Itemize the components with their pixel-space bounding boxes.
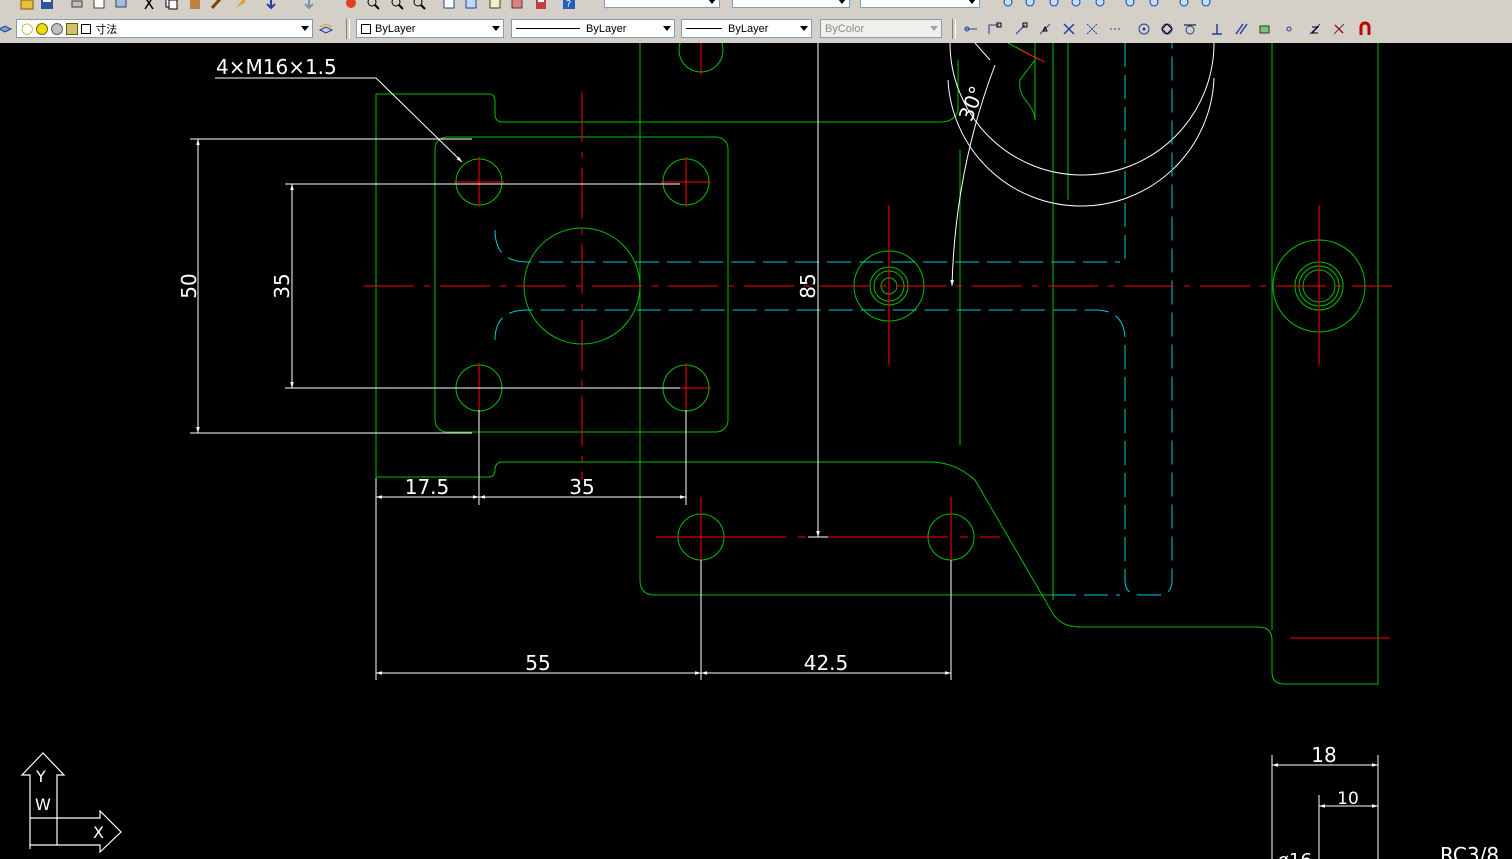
text-style-select[interactable]: Standard: [604, 0, 720, 8]
help-icon[interactable]: ?: [560, 0, 578, 12]
snap-endpoint-icon[interactable]: [1012, 20, 1030, 38]
layer-plot-icon[interactable]: [66, 22, 79, 35]
toolbar-area: ? Standard ISO-25 Standard ◯ 寸法 B: [0, 0, 1512, 44]
snap-tangent-icon[interactable]: [1181, 20, 1199, 38]
redo-icon[interactable]: [300, 0, 318, 12]
thread-callout-label: 4×M16×1.5: [216, 55, 337, 79]
table-style-select[interactable]: Standard: [860, 0, 980, 8]
color-select[interactable]: ByLayer: [356, 19, 504, 38]
zoom-center-icon[interactable]: [1146, 0, 1164, 12]
ucs-icon: [20, 752, 122, 854]
snap-extension-icon[interactable]: [1107, 20, 1125, 38]
linetype-sample: [516, 28, 580, 29]
plot-preview-icon[interactable]: [90, 0, 108, 12]
open-icon[interactable]: [18, 0, 36, 12]
svg-text:?: ?: [566, 0, 571, 10]
snap-parallel-icon[interactable]: [1232, 20, 1250, 38]
zoom-window-icon[interactable]: [388, 0, 406, 12]
dim-85-label: 85: [796, 273, 820, 298]
ucs-x-label: X: [93, 823, 104, 842]
osnap-settings-icon[interactable]: [1356, 20, 1374, 38]
dim-55-label: 55: [525, 651, 550, 675]
dim-35-horizontal-label: 35: [569, 475, 594, 499]
drawing-svg[interactable]: 4×M16×1.5 50 35 85 30° 17.5 35 55 42.5 1…: [0, 43, 1512, 859]
layer-on-icon[interactable]: ◯: [21, 23, 34, 35]
snap-insert-icon[interactable]: [1256, 20, 1274, 38]
match-properties-icon[interactable]: [208, 0, 226, 12]
zoom-window-2-icon[interactable]: [1198, 0, 1216, 12]
snap-nearest-icon[interactable]: [1306, 20, 1324, 38]
lineweight-select[interactable]: ByLayer: [681, 19, 812, 38]
ucs-labels: Y W X: [35, 767, 104, 842]
angle-30-label: 30°: [954, 82, 990, 124]
drawing-canvas[interactable]: 4×M16×1.5 50 35 85 30° 17.5 35 55 42.5 1…: [0, 43, 1512, 859]
plot-style-select[interactable]: ByColor: [820, 19, 942, 38]
zoom-scale-icon[interactable]: [1122, 0, 1140, 12]
block-editor-icon[interactable]: [232, 0, 250, 12]
zoom-realtime-icon[interactable]: [364, 0, 382, 12]
dimension-texts: 4×M16×1.5 50 35 85 30° 17.5 35 55 42.5 1…: [177, 55, 1499, 859]
layer-manager-icon[interactable]: [0, 20, 14, 38]
dim-style-select[interactable]: ISO-25: [732, 0, 850, 8]
dim-42-5-label: 42.5: [804, 651, 849, 675]
dim-17-5-label: 17.5: [405, 475, 450, 499]
dim-10-label: 10: [1337, 789, 1359, 809]
snap-center-icon[interactable]: [1135, 20, 1153, 38]
standard-toolbar: ? Standard ISO-25 Standard: [0, 0, 1512, 10]
part-geometry: [375, 43, 1379, 685]
layer-freeze-icon[interactable]: [36, 22, 49, 35]
hidden-lines: [494, 43, 1173, 596]
layer-color-swatch: [81, 23, 92, 34]
snap-apparent-intersection-icon[interactable]: [1083, 20, 1101, 38]
properties-icon[interactable]: [440, 0, 458, 12]
cut-icon[interactable]: [140, 0, 158, 12]
dimension-lines: [190, 43, 1379, 859]
paste-icon[interactable]: [186, 0, 204, 12]
snap-intersection-icon[interactable]: [1060, 20, 1078, 38]
layers-properties-toolbar: ◯ 寸法 ByLayer ByLayer ByLayer ByColor: [0, 16, 1512, 42]
center-lines: [364, 43, 1392, 639]
snap-quadrant-icon[interactable]: [1158, 20, 1176, 38]
zoom-object-icon[interactable]: [1092, 0, 1110, 12]
zoom-extents-icon[interactable]: [1068, 0, 1086, 12]
snap-node-icon[interactable]: [1280, 20, 1298, 38]
save-icon[interactable]: [38, 0, 56, 12]
sheet-set-icon[interactable]: [508, 0, 526, 12]
tool-palettes-icon[interactable]: [486, 0, 504, 12]
layer-select[interactable]: ◯ 寸法: [16, 19, 313, 38]
zoom-dynamic-icon[interactable]: [1176, 0, 1194, 12]
quickcalc-icon[interactable]: [532, 0, 550, 12]
dim-35-vertical-label: 35: [270, 273, 294, 298]
snap-from-icon[interactable]: [985, 20, 1003, 38]
zoom-out-icon[interactable]: [1022, 0, 1040, 12]
snap-perpendicular-icon[interactable]: [1208, 20, 1226, 38]
detail-circle: [947, 43, 1215, 207]
zoom-all-icon[interactable]: [1046, 0, 1064, 12]
color-swatch: [361, 23, 371, 34]
layer-lock-icon[interactable]: [51, 22, 64, 35]
zoom-in-icon[interactable]: [1000, 0, 1018, 12]
temp-tracking-icon[interactable]: [962, 20, 980, 38]
copy-icon[interactable]: [162, 0, 180, 12]
undo-icon[interactable]: [262, 0, 280, 12]
layer-name: 寸法: [95, 23, 118, 36]
linetype-select[interactable]: ByLayer: [511, 19, 675, 38]
ucs-w-label: W: [35, 795, 51, 814]
snap-midpoint-icon[interactable]: [1036, 20, 1054, 38]
zoom-previous-icon[interactable]: [410, 0, 428, 12]
dim-dia16-label: ø16: [1278, 850, 1312, 859]
thread-rc-label: RC3/8: [1440, 843, 1499, 859]
design-center-icon[interactable]: [462, 0, 480, 12]
publish-icon[interactable]: [112, 0, 130, 12]
ucs-y-label: Y: [35, 767, 46, 786]
make-current-layer-icon[interactable]: [317, 20, 335, 38]
pan-icon[interactable]: [342, 0, 360, 12]
lineweight-sample: [686, 28, 722, 29]
dim-18-label: 18: [1311, 743, 1336, 767]
plot-icon[interactable]: [68, 0, 86, 12]
snap-none-icon[interactable]: [1330, 20, 1348, 38]
dim-50-label: 50: [177, 273, 201, 298]
